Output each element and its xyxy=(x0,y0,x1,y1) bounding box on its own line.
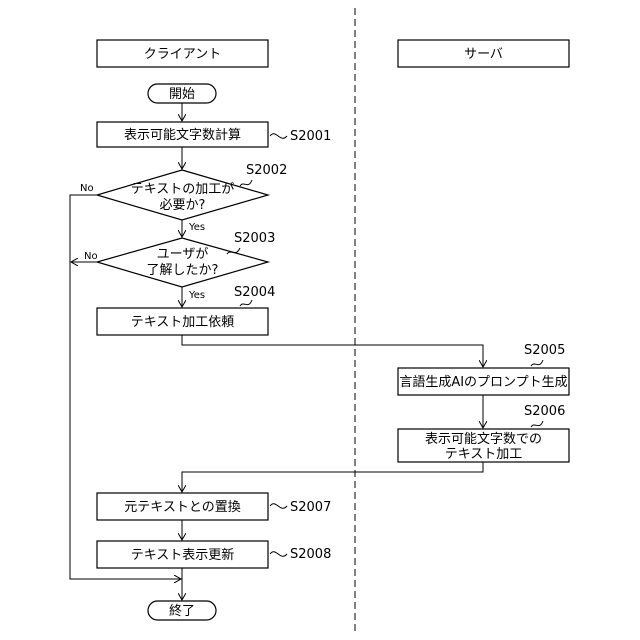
start-terminal: 開始 xyxy=(148,84,216,103)
s2001-label: 表示可能文字数計算 xyxy=(124,127,241,143)
end-label: 終了 xyxy=(169,603,195,619)
decision-s2002: テキストの加工が 必要か? S2002 No Yes xyxy=(80,163,287,233)
arrow-s2004-to-s2005 xyxy=(182,335,483,367)
s2005-label: 言語生成AIのプロンプト生成 xyxy=(399,374,567,390)
step-s2001: 表示可能文字数計算 S2001 xyxy=(97,122,331,147)
s2008-leader xyxy=(270,552,287,557)
s2002-no-label: No xyxy=(80,183,94,194)
s2003-no-label: No xyxy=(84,251,98,262)
step-s2008: テキスト表示更新 S2008 xyxy=(97,541,331,568)
s2002-yes-label: Yes xyxy=(188,222,205,233)
server-lane-label: サーバ xyxy=(464,47,503,62)
s2002-line1: テキストの加工が xyxy=(131,182,235,197)
s2001-id: S2001 xyxy=(290,129,331,144)
s2008-id: S2008 xyxy=(290,547,331,562)
s2002-leader xyxy=(240,180,252,186)
start-label: 開始 xyxy=(169,87,195,102)
s2007-label: 元テキストとの置換 xyxy=(124,500,240,515)
client-lane-label: クライアント xyxy=(144,47,221,62)
s2003-yes-label: Yes xyxy=(188,290,205,301)
s2007-id: S2007 xyxy=(290,500,331,515)
s2006-line1: 表示可能文字数での xyxy=(425,432,542,447)
s2005-leader xyxy=(531,360,543,366)
s2005-id: S2005 xyxy=(524,343,565,358)
s2002-id: S2002 xyxy=(246,163,287,178)
s2006-leader xyxy=(531,421,543,427)
arrow-s2006-to-s2007 xyxy=(182,462,483,492)
s2006-line2: テキスト加工 xyxy=(445,447,523,462)
s2003-id: S2003 xyxy=(234,231,275,246)
step-s2004: テキスト加工依頼 S2004 xyxy=(97,285,275,335)
s2004-id: S2004 xyxy=(234,285,275,300)
s2007-leader xyxy=(270,504,287,509)
client-lane-header: クライアント xyxy=(97,40,268,67)
s2003-line1: ユーザが xyxy=(157,247,209,262)
server-lane-header: サーバ xyxy=(398,40,569,67)
s2002-line2: 必要か? xyxy=(160,198,206,213)
s2006-id: S2006 xyxy=(524,404,565,419)
step-s2007: 元テキストとの置換 S2007 xyxy=(97,493,331,520)
s2001-leader xyxy=(270,134,287,139)
s2004-leader xyxy=(240,300,252,306)
s2004-label: テキスト加工依頼 xyxy=(131,315,235,330)
s2003-line2: 了解したか? xyxy=(147,263,219,278)
s2008-label: テキスト表示更新 xyxy=(131,547,235,563)
end-terminal: 終了 xyxy=(148,601,216,620)
